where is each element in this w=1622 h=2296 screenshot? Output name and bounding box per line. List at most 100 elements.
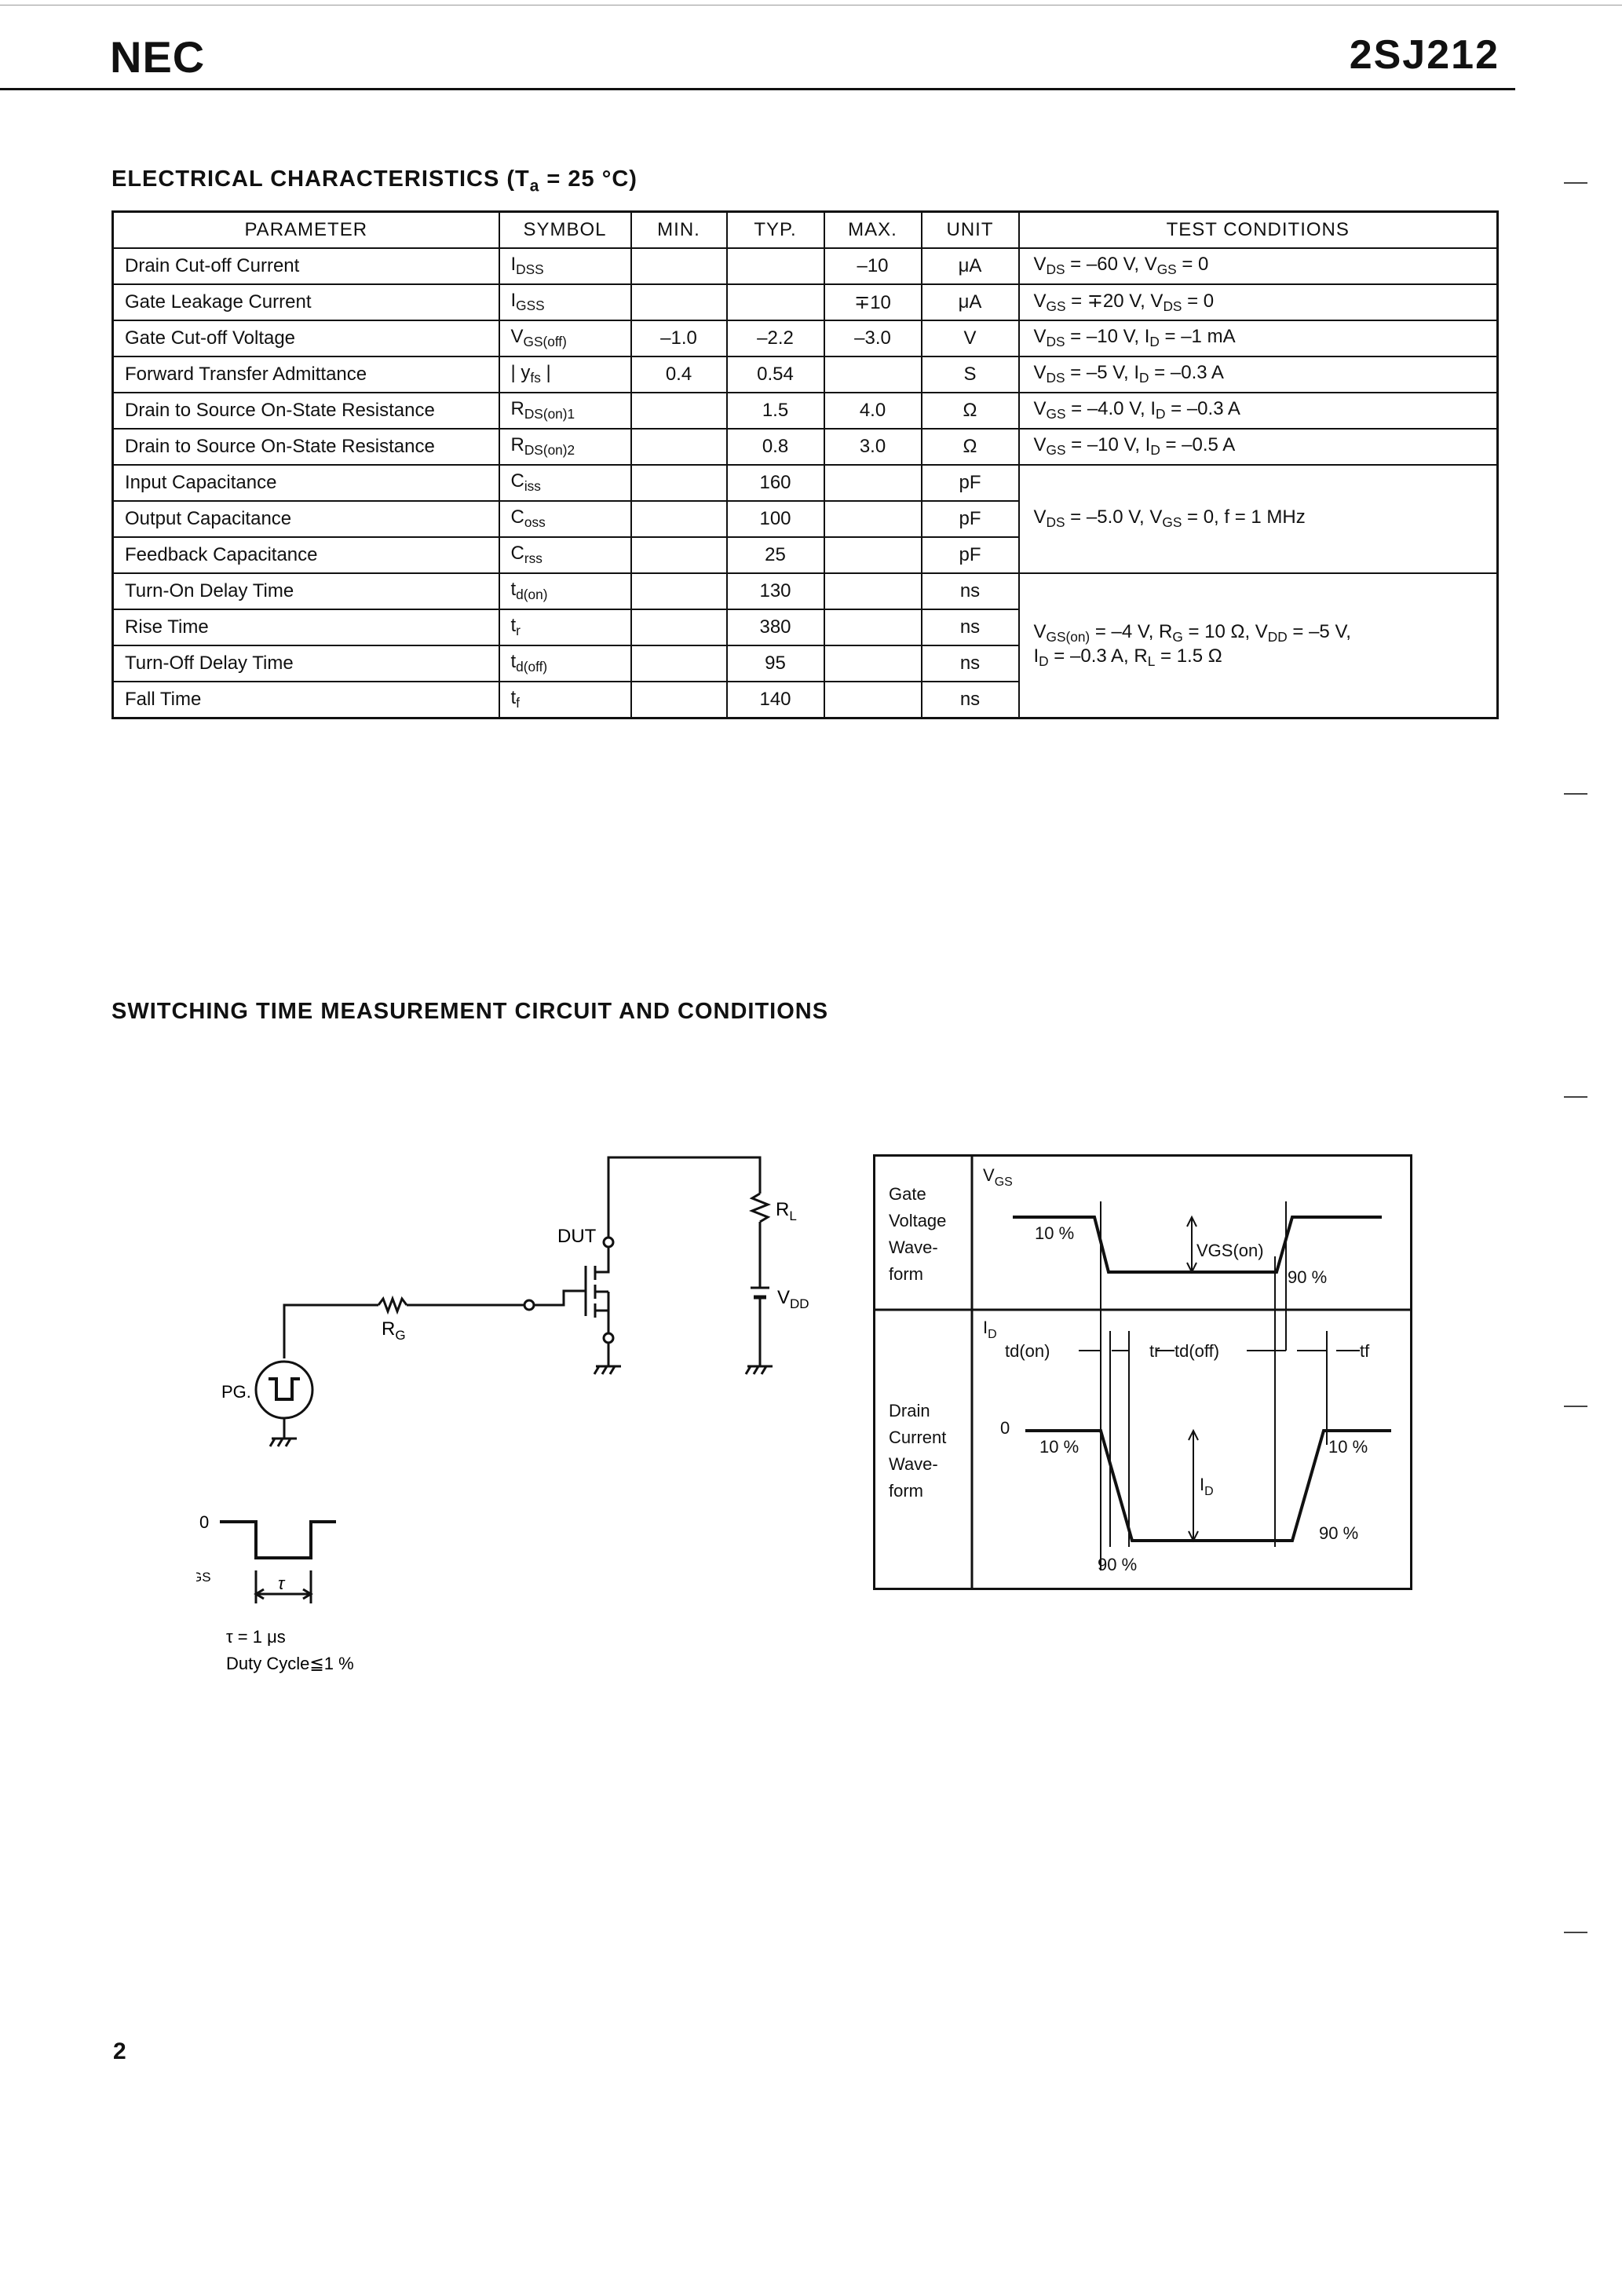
tr-label: tr bbox=[1149, 1341, 1160, 1361]
symbol-cell: IGSS bbox=[498, 283, 632, 321]
tau-label: τ bbox=[278, 1574, 286, 1593]
switching-section-title: SWITCHING TIME MEASUREMENT CIRCUIT AND C… bbox=[111, 999, 829, 1024]
symbol-cell: tr bbox=[498, 609, 632, 646]
param-cell: Output Capacitance bbox=[111, 500, 500, 538]
unit-cell: S bbox=[920, 356, 1020, 393]
ec-title-tail: = 25 °C) bbox=[539, 166, 637, 192]
param-cell: Gate Cut-off Voltage bbox=[111, 320, 500, 357]
param-cell: Drain to Source On-State Resistance bbox=[111, 392, 500, 430]
scan-mark bbox=[1564, 1406, 1587, 1407]
pg-wire bbox=[283, 1303, 378, 1358]
tf-label: tf bbox=[1360, 1341, 1370, 1361]
param-cell: Feedback Capacitance bbox=[111, 536, 500, 574]
max-cell bbox=[823, 681, 922, 719]
typ-cell: 1.5 bbox=[725, 392, 825, 430]
symbol-sub: iss bbox=[524, 478, 541, 495]
param-cell: Turn-On Delay Time bbox=[111, 572, 500, 610]
unit-cell: ns bbox=[920, 609, 1020, 646]
typ-cell: 95 bbox=[725, 645, 825, 682]
symbol-sub: rss bbox=[524, 550, 542, 567]
scan-mark bbox=[1564, 1096, 1587, 1098]
condition-cell-switching: VGS(on) = –4 V, RG = 10 Ω, VDD = –5 V,ID… bbox=[1017, 572, 1499, 719]
typ-cell: –2.2 bbox=[725, 320, 825, 357]
condition-cell: VDS = –5 V, ID = –0.3 A bbox=[1017, 356, 1499, 393]
gate-wire bbox=[534, 1289, 586, 1307]
drain-waveform bbox=[1025, 1429, 1391, 1542]
drain-label-1: Drain bbox=[889, 1401, 930, 1420]
symbol-sub: DS(on)2 bbox=[524, 442, 575, 459]
col-header: TEST CONDITIONS bbox=[1017, 210, 1499, 249]
condition-cell: VGS = –4.0 V, ID = –0.3 A bbox=[1017, 392, 1499, 430]
unit-cell: pF bbox=[920, 536, 1020, 574]
pg-label: PG. bbox=[221, 1382, 251, 1402]
drain-label-2: Current bbox=[889, 1428, 946, 1447]
unit-cell: pF bbox=[920, 464, 1020, 502]
symbol-sub: DS(on)1 bbox=[524, 406, 575, 422]
typ-cell: 0.54 bbox=[725, 356, 825, 393]
param-cell: Fall Time bbox=[111, 681, 500, 719]
max-cell: –3.0 bbox=[823, 320, 922, 357]
symbol-sub: GS(off) bbox=[523, 334, 567, 350]
td-off-label: td(off) bbox=[1174, 1341, 1219, 1361]
pulse-note-2: Duty Cycle≦1 % bbox=[226, 1654, 354, 1673]
param-cell: Turn-Off Delay Time bbox=[111, 645, 500, 682]
typ-cell bbox=[725, 283, 825, 321]
param-cell: Gate Leakage Current bbox=[111, 283, 500, 321]
vdd-label: VDD bbox=[777, 1287, 809, 1311]
col-header: MAX. bbox=[823, 210, 922, 249]
rl-label: RL bbox=[776, 1199, 797, 1223]
condition-cell-capacitance: VDS = –5.0 V, VGS = 0, f = 1 MHz bbox=[1017, 464, 1499, 574]
unit-cell: μA bbox=[920, 283, 1020, 321]
symbol-base: t bbox=[510, 615, 517, 637]
unit-cell: pF bbox=[920, 500, 1020, 538]
dut-drain-terminal bbox=[602, 1236, 615, 1249]
gate-label-1: Gate bbox=[889, 1184, 926, 1204]
max-cell bbox=[823, 500, 922, 538]
wave-id-label: ID bbox=[983, 1318, 997, 1341]
typ-cell bbox=[725, 247, 825, 285]
symbol-sub: d(on) bbox=[516, 587, 548, 603]
symbol-cell: td(off) bbox=[498, 645, 632, 682]
symbol-base: I bbox=[510, 254, 517, 276]
col-header: TYP. bbox=[725, 210, 825, 249]
typ-cell: 140 bbox=[725, 681, 825, 719]
drain-wire bbox=[607, 1156, 762, 1238]
max-cell bbox=[823, 464, 922, 502]
symbol-sub: r bbox=[516, 623, 521, 639]
drain-label-4: form bbox=[889, 1481, 923, 1501]
min-cell bbox=[630, 247, 728, 285]
symbol-base: C bbox=[510, 543, 524, 565]
input-pulse bbox=[220, 1520, 336, 1559]
waveform-frame bbox=[873, 1154, 1412, 1590]
symbol-cell: td(on) bbox=[498, 572, 632, 610]
param-cell: Forward Transfer Admittance bbox=[111, 356, 500, 393]
min-cell bbox=[630, 609, 728, 646]
unit-cell: μA bbox=[920, 247, 1020, 285]
max-cell bbox=[823, 609, 922, 646]
gate-90pct: 90 % bbox=[1288, 1267, 1327, 1287]
unit-cell: ns bbox=[920, 645, 1020, 682]
min-cell bbox=[630, 428, 728, 466]
symbol-cell: Coss bbox=[498, 500, 632, 538]
min-cell bbox=[630, 572, 728, 610]
pulse-vgs-label: VGS bbox=[196, 1560, 211, 1585]
symbol-base: t bbox=[510, 579, 517, 601]
typ-cell: 380 bbox=[725, 609, 825, 646]
electrical-characteristics-table: PARAMETER SYMBOL MIN. TYP. MAX. UNIT TES… bbox=[111, 210, 1499, 719]
min-cell bbox=[630, 681, 728, 719]
min-cell bbox=[630, 283, 728, 321]
symbol-base: C bbox=[510, 506, 524, 528]
id-amplitude-label: ID bbox=[1200, 1475, 1214, 1498]
unit-cell: V bbox=[920, 320, 1020, 357]
symbol-cell: Ciss bbox=[498, 464, 632, 502]
switching-circuit-diagram: DUT RL VDD RG PG. 0 VGS τ τ = 1 μs Duty … bbox=[196, 1156, 809, 1673]
unit-cell: Ω bbox=[920, 428, 1020, 466]
